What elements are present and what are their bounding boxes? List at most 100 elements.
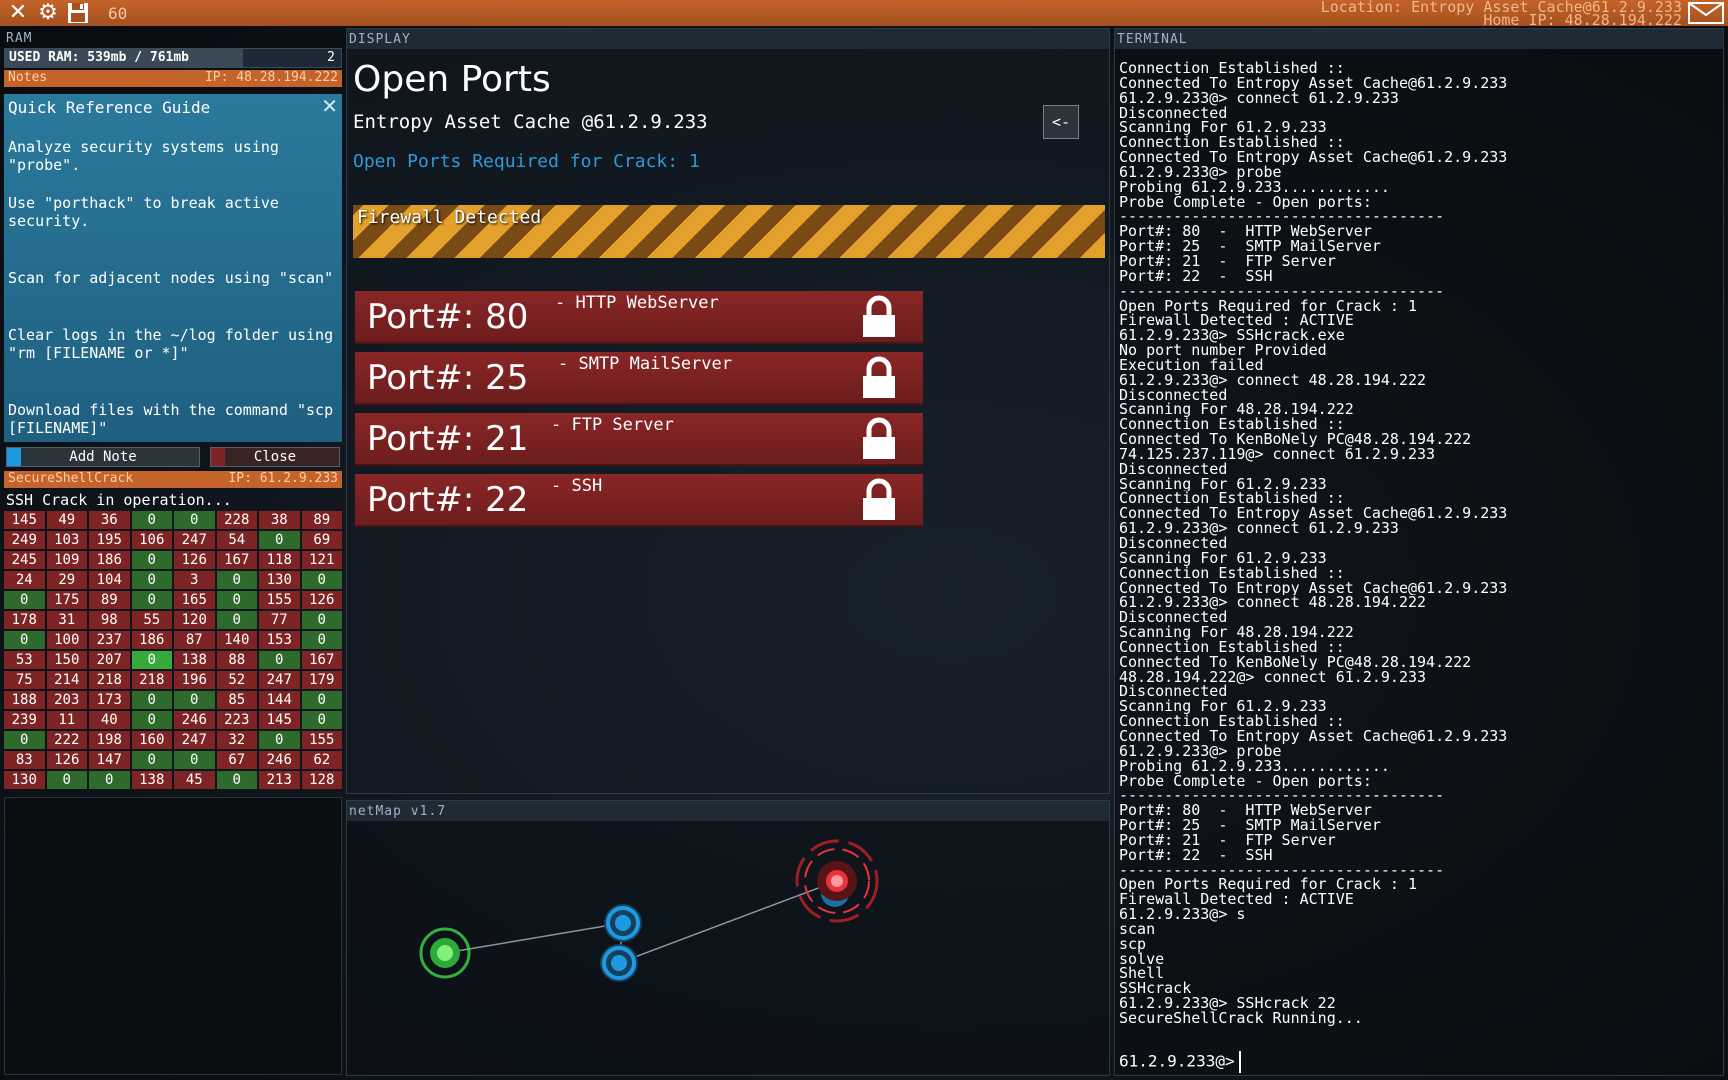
terminal-line: No port number Provided <box>1119 343 1327 358</box>
terminal-line: Connected To Entropy Asset Cache@61.2.9.… <box>1119 728 1508 744</box>
mail-icon[interactable] <box>1688 2 1724 24</box>
terminal-line: Port#: 25 - SMTP MailServer <box>1119 239 1381 254</box>
port-row-25[interactable]: Port#: 25 - SMTP MailServer <box>355 352 923 405</box>
crack-cell: 0 <box>301 691 342 709</box>
target-node[interactable] <box>795 839 879 923</box>
netmap-label: netMap v1.7 <box>349 804 447 819</box>
terminal-line: Connected To Entropy Asset Cache@61.2.9.… <box>1119 75 1508 91</box>
port-row-22[interactable]: Port#: 22 - SSH <box>355 474 923 527</box>
crack-cell: 0 <box>259 651 300 669</box>
terminal-line: Port#: 80 - HTTP WebServer <box>1119 224 1372 240</box>
port-row-21[interactable]: Port#: 21 - FTP Server <box>355 413 923 466</box>
gear-icon[interactable]: ⚙ <box>38 0 58 25</box>
crack-cell: 245 <box>4 551 45 569</box>
crack-cell: 106 <box>131 531 172 549</box>
terminal-line: Connection Established :: <box>1119 61 1345 76</box>
crack-cell: 0 <box>4 591 45 609</box>
terminal-line: Connected To KenBoNely PC@48.28.194.222 <box>1119 432 1472 447</box>
display-label: DISPLAY <box>349 32 411 47</box>
notes-title: Quick Reference Guide <box>8 98 211 117</box>
ssh-exe-ip: IP: 61.2.9.233 <box>228 471 338 486</box>
crack-cell: 246 <box>259 751 300 769</box>
crack-cell: 140 <box>216 631 257 649</box>
terminal-line: ------------------------------------ <box>1119 788 1445 804</box>
port-service: - SSH <box>551 476 603 496</box>
note-item: Use "porthack" to break active security. <box>8 194 279 230</box>
save-icon[interactable] <box>66 1 90 25</box>
terminal-line: Firewall Detected : ACTIVE <box>1119 313 1354 329</box>
terminal-line: Scanning For 61.2.9.233 <box>1119 120 1327 136</box>
terminal-line: scan <box>1119 921 1156 937</box>
crack-cell: 130 <box>259 571 300 589</box>
crack-cell: 138 <box>174 651 215 669</box>
terminal-line: solve <box>1119 951 1165 967</box>
port-row-80[interactable]: Port#: 80 - HTTP WebServer <box>355 291 923 344</box>
netmap-panel: netMap v1.7 <box>346 800 1110 1076</box>
terminal-line: Port#: 22 - SSH <box>1119 268 1273 284</box>
crack-cell: 247 <box>259 671 300 689</box>
ram-bar: USED RAM: 539mb / 761mb 2 <box>4 48 342 68</box>
notes-exe-header: Notes IP: 48.28.194.222 <box>4 70 342 87</box>
terminal-panel[interactable]: TERMINAL Connection Established ::Connec… <box>1114 28 1724 1076</box>
crack-cell: 0 <box>131 551 172 569</box>
crack-cell: 0 <box>259 531 300 549</box>
crack-cell: 160 <box>131 731 172 749</box>
add-note-accent <box>7 448 21 466</box>
terminal-line: Connection Established :: <box>1119 491 1345 507</box>
terminal-line: Disconnected <box>1119 387 1228 403</box>
crack-cell: 104 <box>89 571 130 589</box>
crack-cell: 196 <box>174 671 215 689</box>
notes-exe-name: Notes <box>8 70 48 85</box>
ram-used: USED RAM: 539mb / 761mb <box>9 50 190 65</box>
close-notes-accent <box>211 448 225 466</box>
crack-cell: 247 <box>174 531 215 549</box>
close-notes-button[interactable]: Close <box>210 447 340 467</box>
crack-cell: 49 <box>46 511 87 529</box>
terminal-line: 61.2.9.233@> connect 48.28.194.222 <box>1119 595 1427 611</box>
crack-cell: 0 <box>131 511 172 529</box>
ssh-exe-header: SecureShellCrack IP: 61.2.9.233 <box>4 471 342 488</box>
crack-cell: 0 <box>131 751 172 769</box>
crack-cell: 0 <box>4 631 45 649</box>
terminal-line: Disconnected <box>1119 610 1228 626</box>
link-line <box>618 880 838 964</box>
close-icon[interactable]: ✕ <box>321 94 338 118</box>
firewall-banner: Firewall Detected <box>353 205 1105 258</box>
crack-cell: 147 <box>89 751 130 769</box>
crack-cell: 0 <box>131 591 172 609</box>
netmap-header: netMap v1.7 <box>347 801 1109 821</box>
terminal-line: Probing 61.2.9.233............ <box>1119 179 1390 195</box>
crack-cell: 38 <box>259 511 300 529</box>
terminal-line: Connection Established :: <box>1119 639 1345 655</box>
crack-cell: 87 <box>174 631 215 649</box>
crack-cell: 207 <box>89 651 130 669</box>
terminal-input[interactable]: 61.2.9.233@> <box>1119 1051 1241 1073</box>
crack-cell: 186 <box>89 551 130 569</box>
add-note-button[interactable]: Add Note <box>6 447 200 467</box>
terminal-line: Connection Established :: <box>1119 135 1345 151</box>
terminal-line: Connection Established :: <box>1119 565 1345 581</box>
note-item: Scan for adjacent nodes using "scan" <box>8 269 334 287</box>
ssh-exe-name: SecureShellCrack <box>8 471 134 486</box>
terminal-line: Scanning For 61.2.9.233 <box>1119 699 1327 715</box>
home-node[interactable] <box>419 927 471 979</box>
terminal-line: ------------------------------------ <box>1119 862 1445 878</box>
terminal-line: 61.2.9.233@> connect 61.2.9.233 <box>1119 90 1399 106</box>
crack-cell: 103 <box>46 531 87 549</box>
port-label: Port#: 80 <box>367 297 529 337</box>
network-node[interactable] <box>600 944 638 982</box>
port-label: Port#: 21 <box>367 419 529 459</box>
crack-cell: 0 <box>301 611 342 629</box>
close-icon[interactable]: ✕ <box>8 0 28 25</box>
network-node[interactable] <box>604 904 642 942</box>
crack-cell: 138 <box>131 771 172 789</box>
terminal-line: scp <box>1119 936 1147 952</box>
crack-cell: 118 <box>259 551 300 569</box>
ram-fill <box>5 49 243 67</box>
crack-cell: 0 <box>4 731 45 749</box>
back-button[interactable]: <- <box>1043 105 1079 139</box>
terminal-line: Scanning For 48.28.194.222 <box>1119 625 1354 640</box>
notes-exe-ip: IP: 48.28.194.222 <box>204 70 338 85</box>
crack-cell: 77 <box>259 611 300 629</box>
